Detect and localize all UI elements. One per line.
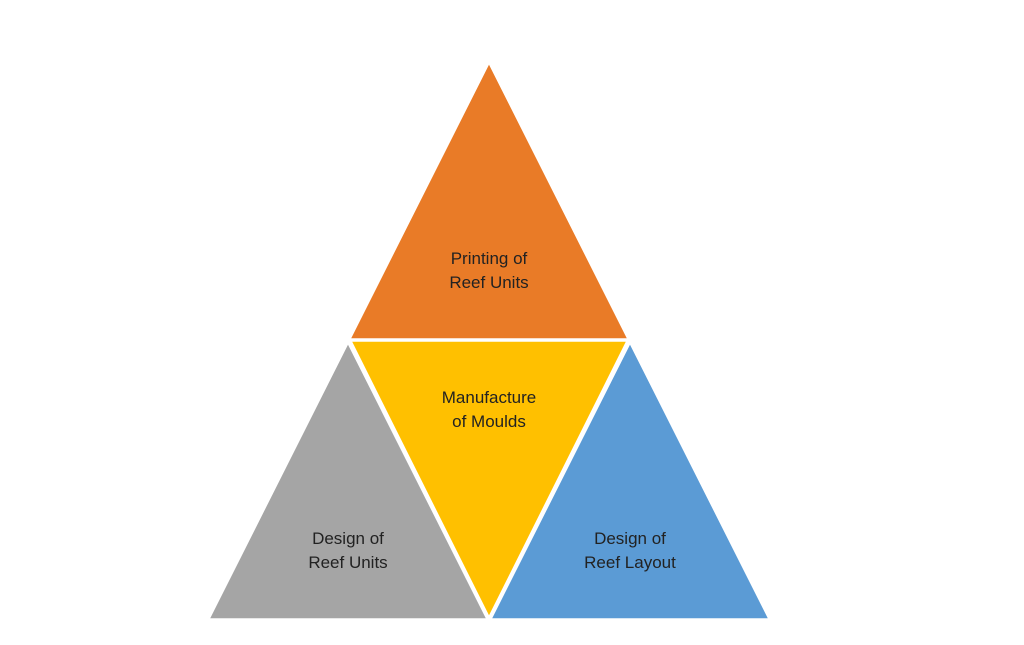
top-label: Printing of Reef Units [389,247,589,295]
left-label-line1: Design of [312,529,384,548]
middle-label-line2: of Moulds [452,412,526,431]
top-label-line1: Printing of [450,249,528,268]
left-label: Design of Reef Units [248,527,448,575]
right-label: Design of Reef Layout [530,527,730,575]
middle-triangle [349,340,629,619]
right-triangle [489,341,771,620]
left-label-line2: Reef Units [308,553,388,572]
top-triangle [348,61,630,340]
right-label-line1: Design of [594,529,666,548]
middle-label-line1: Manufacture [441,388,537,407]
right-label-line2: Reef Layout [584,553,676,572]
top-label-line2: Reef Units [449,273,529,292]
left-triangle [207,341,489,620]
middle-label: Manufacture of Moulds [389,386,589,434]
